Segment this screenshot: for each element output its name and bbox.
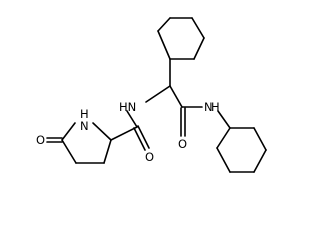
cyclohexyl-ring-bottom <box>216 127 267 173</box>
label-lactam-o: O <box>36 133 45 147</box>
bond-carbonyl-to-ring <box>110 126 138 141</box>
label-amide2-nh-h: H <box>211 100 220 114</box>
bond-amide-o-2 <box>133 127 146 151</box>
bond-nh2-to-ring <box>217 110 231 129</box>
bond-amide-o-1 <box>137 125 150 149</box>
bond-ch-to-carbonyl <box>169 85 183 108</box>
bond-ch-to-nh <box>145 85 171 103</box>
label-amide1-nh: HN <box>119 100 136 114</box>
structure-canvas: N H O HN O N H O <box>36 17 267 173</box>
label-amide2-nh: N <box>204 100 213 114</box>
label-amide1-o: O <box>145 150 154 164</box>
label-amide2-o: O <box>178 137 187 151</box>
label-ring-nh: N <box>80 119 89 133</box>
molecule-diagram: N H O HN O N H O <box>36 17 267 173</box>
label-ring-nh-h: H <box>80 107 89 121</box>
pyrrolidinone-ring <box>61 122 112 164</box>
cyclohexyl-ring-top <box>157 17 205 60</box>
bond-nh-to-carbonyl <box>126 110 138 128</box>
